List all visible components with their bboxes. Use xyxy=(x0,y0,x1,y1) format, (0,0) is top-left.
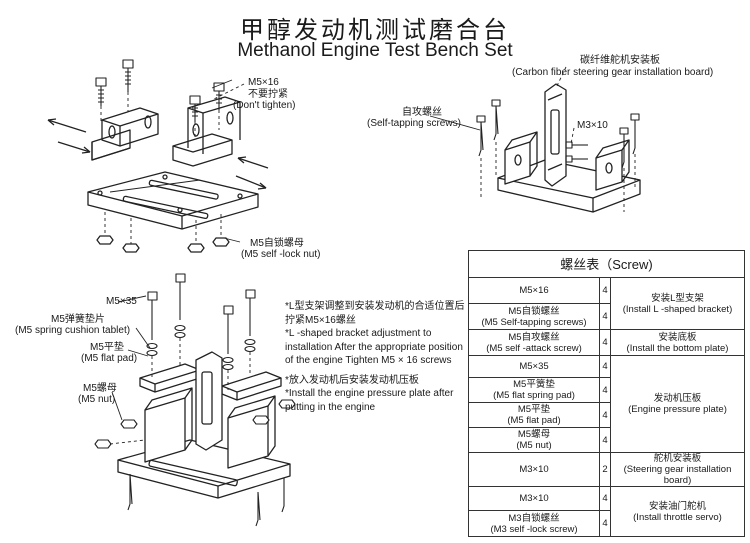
table-row-use: 舵机安装板(Steering gear installation board) xyxy=(610,452,745,487)
label-m5-nut-en: (M5 nut) xyxy=(78,394,116,405)
note-1-cn: *L型支架调整到安装发动机的合适位置后拧紧M5×16螺丝 xyxy=(285,301,465,326)
diagram-pressure-plate-assembly xyxy=(94,273,296,527)
label-flat-pad-cn: M5平垫 xyxy=(90,342,124,353)
label-spring-tablet-en: (M5 spring cushion tablet) xyxy=(15,325,131,336)
label-m5-nut-cn: M5螺母 xyxy=(83,383,117,394)
note-2-cn: *放入发动机后安装发动机压板 xyxy=(285,374,419,386)
label-carbon-board-cn: 碳纤维舵机安装板 xyxy=(580,55,660,66)
screw-table: 螺丝表（Screw) M5×16 4 安装L型支架(Install L -sha… xyxy=(468,250,745,537)
table-row-spec: M3×10 xyxy=(468,452,600,487)
table-row-qty: 4 xyxy=(599,377,611,403)
table-row-spec: M5螺母(M5 nut) xyxy=(468,427,600,453)
diagram-servo-board-assembly xyxy=(429,66,641,213)
note-2-en: *Install the engine pressure plate after… xyxy=(285,388,454,413)
table-row-qty: 4 xyxy=(599,355,611,378)
label-flat-pad-en: (M5 flat pad) xyxy=(81,353,138,364)
table-row-qty: 4 xyxy=(599,329,611,356)
label-self-tapping-cn: 自攻螺丝 xyxy=(402,107,442,118)
table-row-spec: M5自攻螺丝(M5 self -attack screw) xyxy=(468,329,600,356)
label-m5-lock-nut-en: (M5 self -lock nut) xyxy=(241,249,321,260)
table-row-use: 安装油门舵机(Install throttle servo) xyxy=(610,486,745,537)
table-row-spec: M5×16 xyxy=(468,277,600,304)
table-row-spec: M3×10 xyxy=(468,486,600,511)
table-row-spec: M5平垫(M5 flat pad) xyxy=(468,402,600,428)
table-row-qty: 4 xyxy=(599,510,611,537)
label-self-tapping-en: (Self-tapping screws) xyxy=(367,118,461,129)
table-row-use: 安装底板(Install the bottom plate) xyxy=(610,329,745,356)
table-row-qty: 4 xyxy=(599,402,611,428)
note-1-en: *L -shaped bracket adjustment to install… xyxy=(285,328,463,366)
table-row-qty: 4 xyxy=(599,303,611,330)
table-row-spec: M5自锁螺丝(M5 Self-tapping screws) xyxy=(468,303,600,330)
label-m5x16: M5×16 xyxy=(248,77,279,88)
page-title-cn: 甲醇发动机测试磨合台 xyxy=(240,16,510,44)
table-row-qty: 4 xyxy=(599,427,611,453)
page-title-en: Methanol Engine Test Bench Set xyxy=(237,40,513,61)
table-row-use: 发动机压板(Engine pressure plate) xyxy=(610,355,745,453)
label-dont-tighten-en: (Don't tighten) xyxy=(233,100,296,111)
screw-table-header: 螺丝表（Screw) xyxy=(468,250,745,278)
label-m5x35: M5×35 xyxy=(106,296,137,307)
table-row-spec: M5×35 xyxy=(468,355,600,378)
table-row-spec: M5平簧垫(M5 flat spring pad) xyxy=(468,377,600,403)
label-dont-tighten-cn: 不要拧紧 xyxy=(248,89,288,100)
table-row-spec: M3自锁螺丝(M3 self -lock screw) xyxy=(468,510,600,537)
table-row-qty: 4 xyxy=(599,277,611,304)
table-row-qty: 4 xyxy=(599,486,611,511)
label-carbon-board-en: (Carbon fiber steering gear installation… xyxy=(512,67,714,78)
diagram-l-bracket-assembly xyxy=(47,59,269,253)
label-spring-tablet-cn: M5弹簧垫片 xyxy=(51,314,105,325)
label-m3x10: M3×10 xyxy=(577,120,608,131)
label-m5-lock-nut-cn: M5自锁螺母 xyxy=(250,238,304,249)
table-row-use: 安装L型支架(Install L -shaped bracket) xyxy=(610,277,745,330)
table-row-qty: 2 xyxy=(599,452,611,487)
assembly-notes: *L型支架调整到安装发动机的合适位置后拧紧M5×16螺丝 *L -shaped … xyxy=(285,300,465,420)
